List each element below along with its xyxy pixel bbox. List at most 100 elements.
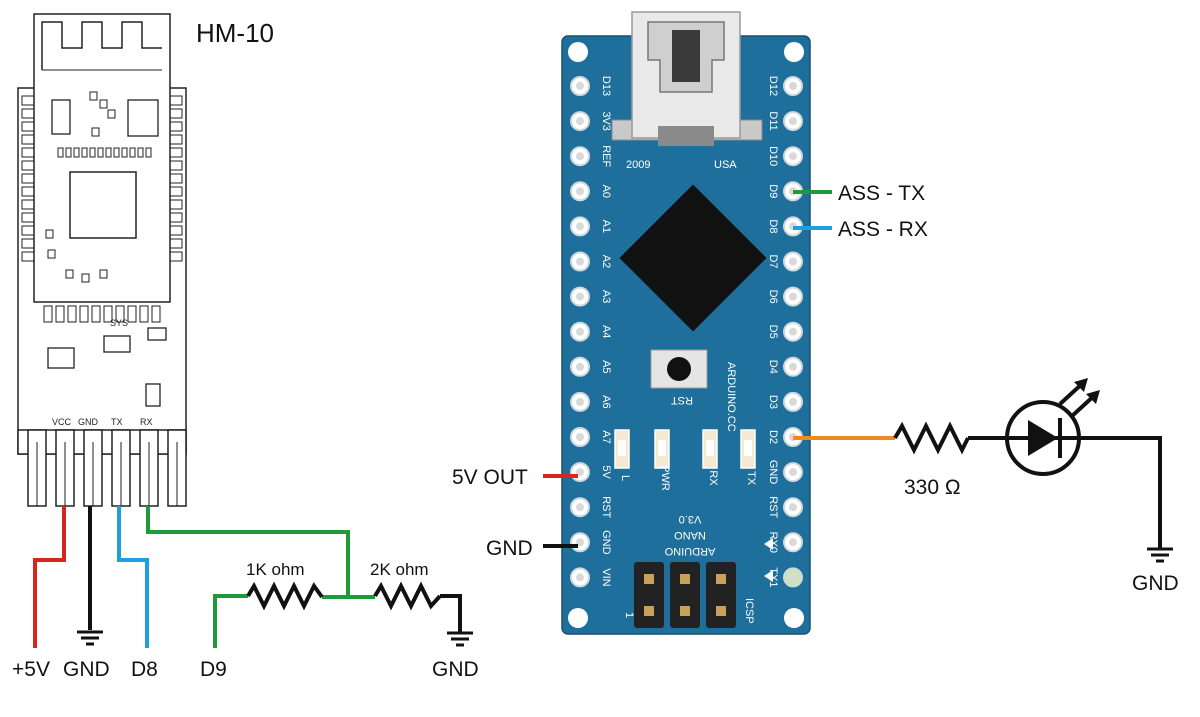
brand-label: ARDUINO.CC — [725, 362, 737, 432]
left-pin-label: GND — [600, 530, 612, 555]
bottom-pad — [79, 305, 89, 323]
side-pad — [21, 147, 35, 158]
smd-part — [121, 147, 128, 158]
smd-part — [89, 147, 96, 158]
hm10-chip — [69, 171, 137, 239]
side-pad — [21, 108, 35, 119]
side-pad — [21, 199, 35, 210]
right-pin-label: TX1 — [767, 567, 779, 587]
left-pin-label: A4 — [600, 325, 612, 338]
mount-hole — [568, 42, 588, 62]
hm10-shield — [33, 13, 171, 303]
model-line-3: V3.0 — [679, 513, 702, 525]
mount-hole — [568, 608, 588, 628]
model-line-1: ARDUINO — [664, 545, 715, 557]
smd-part — [97, 147, 104, 158]
icsp-column — [670, 562, 700, 628]
resistor-2k — [373, 581, 442, 611]
icsp-header — [634, 562, 736, 628]
model-line-2: NANO — [674, 529, 706, 541]
smd-part — [145, 147, 152, 158]
left-pin-label: 5V — [600, 465, 612, 479]
smd-part — [81, 147, 88, 158]
left-pin-label: A6 — [600, 395, 612, 408]
label-1k-ohm: 1K ohm — [246, 560, 305, 579]
ground-symbol-hm10 — [77, 630, 103, 646]
left-pin-label: A2 — [600, 255, 612, 268]
icsp-pin[interactable] — [644, 574, 654, 584]
right-pin-label: D7 — [767, 254, 779, 268]
right-pin-label: RST — [767, 496, 779, 518]
right-pin-label: D4 — [767, 360, 779, 374]
label-ass-tx: ASS - TX — [838, 182, 925, 205]
icsp-pin[interactable] — [680, 606, 690, 616]
bottom-pad — [115, 305, 125, 323]
side-pad — [21, 212, 35, 223]
led-label-pwr: PWR — [659, 465, 671, 491]
reset-button-cap[interactable] — [667, 357, 691, 381]
usb-connector — [611, 11, 763, 146]
rx-arrow-icon — [764, 538, 773, 550]
pin-label-gnd: GND — [78, 417, 99, 427]
icsp-pin[interactable] — [644, 606, 654, 616]
smd-part — [73, 147, 80, 158]
tx-arrow-icon — [764, 570, 773, 582]
side-pad — [169, 225, 183, 236]
led-label-rx: RX — [707, 470, 719, 486]
side-pad — [169, 186, 183, 197]
hm10-pin-header — [17, 429, 187, 507]
hm10-crystal — [127, 99, 159, 137]
smd-part — [65, 269, 74, 279]
right-pin-label: D8 — [767, 219, 779, 233]
side-pad — [169, 147, 183, 158]
smd-part — [105, 147, 112, 158]
side-pad — [169, 212, 183, 223]
bottom-pad — [55, 305, 65, 323]
smd-part — [65, 147, 72, 158]
bottom-pad — [139, 305, 149, 323]
bottom-pad — [127, 305, 137, 323]
icsp-pin[interactable] — [716, 574, 726, 584]
smd-part — [91, 127, 100, 137]
icsp-pin[interactable] — [680, 574, 690, 584]
icsp-label: ICSP — [743, 598, 755, 624]
side-pad — [169, 251, 183, 262]
smd-part — [129, 147, 136, 158]
label-ass-rx: ASS - RX — [838, 218, 928, 241]
label-gnd-left: GND — [486, 537, 533, 560]
usb-year: 2009 — [626, 159, 650, 171]
hm10-module: SYS VCC GND TX RX — [17, 13, 187, 507]
side-pad — [21, 238, 35, 249]
label-gnd-divider: GND — [432, 658, 479, 681]
side-pad — [21, 121, 35, 132]
icsp-column — [634, 562, 664, 628]
left-pin-label: A5 — [600, 360, 612, 373]
side-pad — [169, 173, 183, 184]
left-pin-label: VIN — [600, 568, 612, 586]
label-330-ohm: 330 Ω — [904, 476, 961, 499]
side-pad — [21, 251, 35, 262]
sys-label: SYS — [110, 318, 128, 328]
left-pin-label: D13 — [600, 76, 612, 96]
label-2k-ohm: 2K ohm — [370, 560, 429, 579]
wire-vcc — [33, 506, 66, 648]
side-pad — [169, 238, 183, 249]
smd-part — [137, 147, 144, 158]
icsp-pin[interactable] — [716, 606, 726, 616]
right-pin-label: D10 — [767, 146, 779, 166]
smd-part — [81, 273, 90, 283]
side-pad — [169, 160, 183, 171]
usb-country: USA — [714, 159, 737, 171]
side-pad — [21, 173, 35, 184]
icsp-pin1-label: 1 — [623, 612, 635, 618]
label-5v-out: 5V OUT — [452, 466, 528, 489]
left-pin-label: A3 — [600, 290, 612, 303]
wire-d9 — [213, 594, 248, 648]
label-d9: D9 — [200, 658, 227, 681]
resistor-330 — [893, 421, 970, 455]
icsp-column — [706, 562, 736, 628]
pin-label-vcc: VCC — [52, 417, 72, 427]
hm10-side-pads — [21, 95, 183, 323]
side-pad — [169, 199, 183, 210]
right-pin-label: D6 — [767, 290, 779, 304]
